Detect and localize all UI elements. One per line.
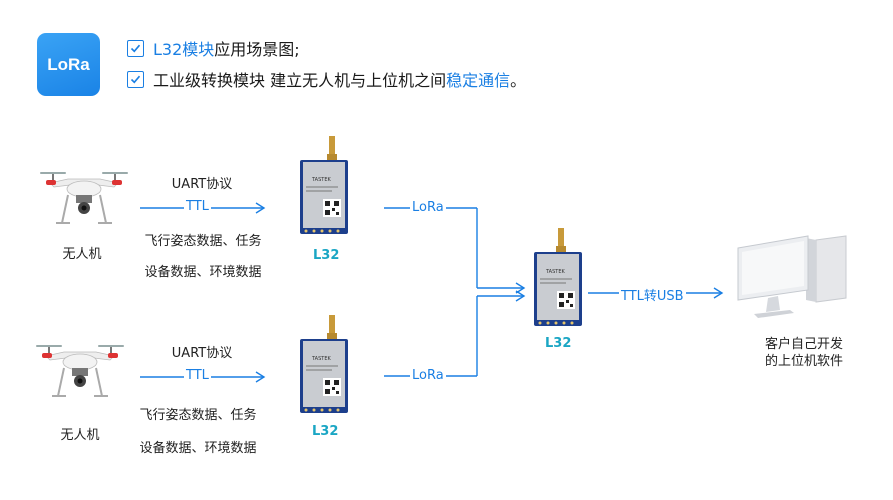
- drone-label: 无人机: [62, 247, 102, 262]
- data-text-line-2: 设备数据、环境数据: [139, 441, 257, 456]
- header-text-2-end: 。: [510, 71, 527, 90]
- header-text-2: 工业级转换模块 建立无人机与上位机之间: [153, 71, 447, 90]
- l32-module: TASTEK: [298, 315, 350, 415]
- computer-label-line-1: 客户自己开发: [764, 337, 843, 352]
- ttl-label: TTL: [184, 199, 211, 214]
- data-text-line-1: 飞行姿态数据、任务: [144, 234, 262, 249]
- svg-text:TASTEK: TASTEK: [545, 269, 565, 275]
- header-line-1: L32模块 应用场景图;: [127, 35, 300, 61]
- checkbox-icon: [127, 70, 144, 88]
- data-text-line-2: 设备数据、环境数据: [144, 265, 262, 280]
- computer-label-line-2: 的上位机软件: [764, 354, 843, 369]
- lora-link-label: LoRa: [410, 200, 446, 215]
- svg-text:TASTEK: TASTEK: [311, 356, 331, 362]
- ttl-label: TTL: [184, 368, 211, 383]
- header-text-1: 应用场景图;: [214, 40, 300, 59]
- module-label: L32: [313, 248, 340, 263]
- header-line-2: 工业级转换模块 建立无人机与上位机之间 稳定通信 。: [127, 66, 526, 92]
- ttl-usb-label: TTL转USB: [619, 285, 686, 304]
- uart-protocol-label: UART协议: [171, 177, 233, 192]
- checkbox-icon: [127, 39, 144, 57]
- data-text-line-1: 飞行姿态数据、任务: [139, 408, 257, 423]
- l32-receiver-module: TASTEK: [532, 228, 584, 328]
- lora-link-label: LoRa: [410, 368, 446, 383]
- drone-label: 无人机: [60, 428, 100, 443]
- module-label: L32: [312, 424, 339, 439]
- uart-protocol-label: UART协议: [171, 346, 233, 361]
- module-name: L32模块: [153, 40, 215, 59]
- stable-communication: 稳定通信: [446, 71, 511, 90]
- lora-logo: LoRa: [37, 33, 100, 96]
- l32-module: TASTEK: [298, 136, 350, 236]
- svg-text:TASTEK: TASTEK: [311, 177, 331, 183]
- receiver-module-label: L32: [545, 336, 572, 351]
- drone-icon: [36, 345, 124, 397]
- computer-icon: [737, 235, 847, 318]
- drone-icon: [40, 172, 128, 224]
